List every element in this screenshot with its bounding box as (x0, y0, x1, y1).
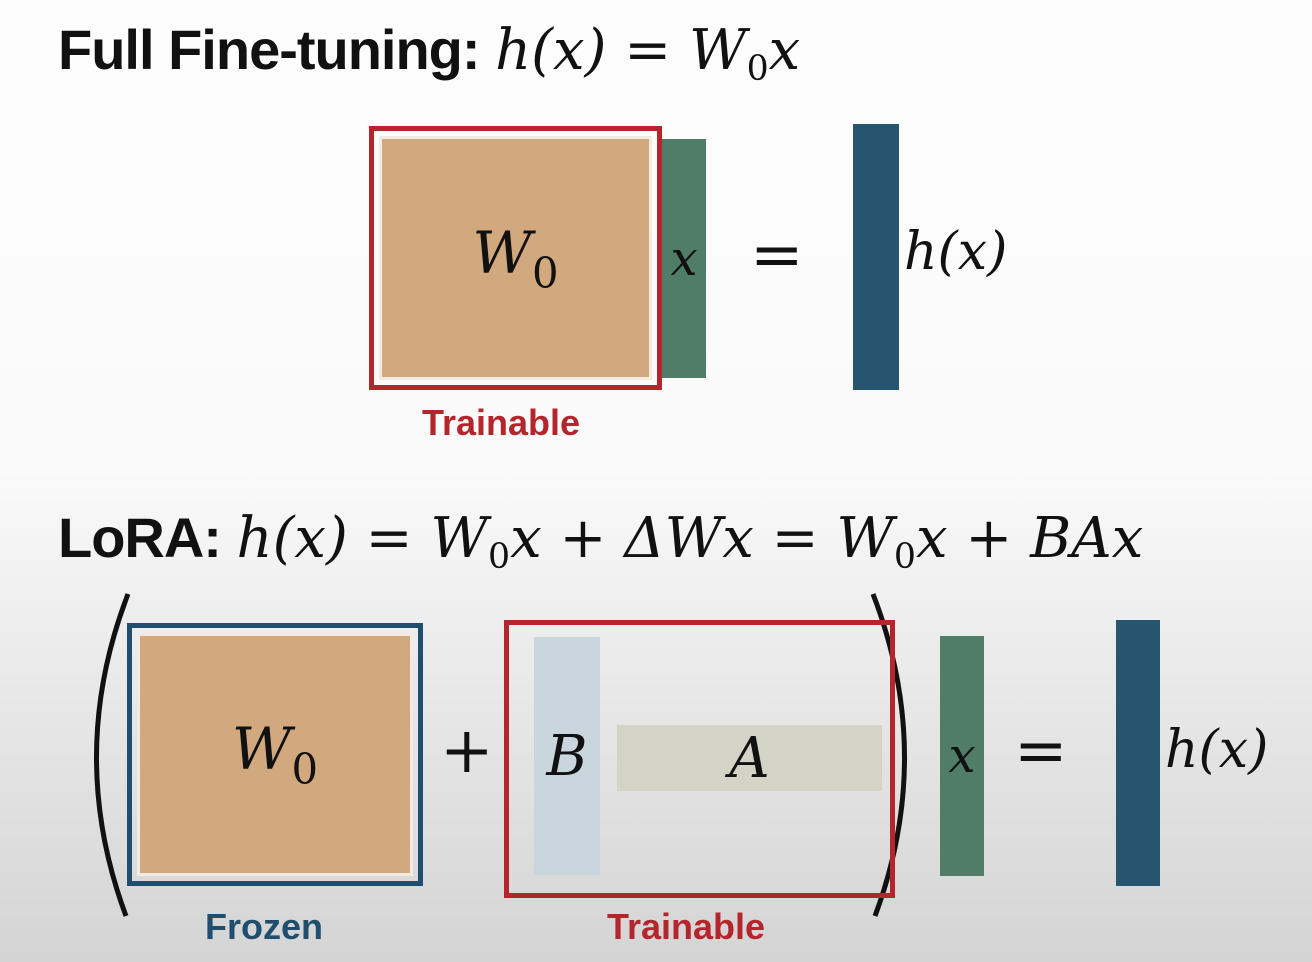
lora-eq-ba-term: BAx (1030, 506, 1144, 571)
input-vector-x: x (662, 139, 706, 378)
lora-trainable-caption: Trainable (607, 906, 766, 947)
lora-w0-symbol: W (231, 715, 292, 784)
equals-sign: = (750, 218, 804, 292)
lora-output-hx-label: h(x) (1165, 720, 1269, 780)
lora-eq-plus-2: + (965, 506, 1013, 571)
lora-eq-lhs: h(x) (236, 506, 348, 571)
output-hx-label: h(x) (904, 222, 1008, 282)
lora-eq-w2: W (836, 506, 894, 571)
lora-heading: LoRA: h(x) = W0x + ΔWx = W0x + BAx (58, 506, 1143, 589)
w0-trainable-frame: W0 (369, 126, 662, 390)
lora-output-vector-hx (1116, 620, 1160, 886)
full-finetuning-equation: h(x) = W0x (495, 18, 801, 90)
lora-equals-sign: = (1014, 714, 1068, 788)
w0-matrix: W0 (379, 136, 652, 380)
eq-x: x (768, 18, 801, 83)
eq-lhs: h(x) (495, 18, 607, 83)
w0-frozen-frame: W0 (127, 623, 423, 886)
lora-input-vector-x: x (940, 636, 984, 876)
full-finetuning-title: Full Fine-tuning: (58, 18, 481, 81)
lora-equation: h(x) = W0x + ΔWx = W0x + BAx (236, 506, 1144, 578)
lora-w0-subscript: 0 (291, 744, 319, 794)
trainable-caption: Trainable (422, 402, 581, 443)
lora-eq-w1: W (430, 506, 488, 571)
lora-eq-equals-1: = (365, 506, 413, 571)
w0-subscript: 0 (532, 248, 559, 298)
full-finetuning-heading: Full Fine-tuning: h(x) = W0x (58, 18, 800, 101)
eq-w: W (689, 18, 747, 83)
w0-symbol: W (472, 218, 533, 287)
matrix-a: A (617, 725, 882, 791)
a-label: A (729, 725, 770, 791)
lora-eq-plus-1: + (559, 506, 607, 571)
output-vector-hx (853, 124, 899, 390)
matrix-b: B (534, 637, 600, 875)
lora-eq-equals-2: = (771, 506, 819, 571)
lora-eq-x1: x (510, 506, 542, 571)
lora-eq-delta-term: ΔWx (624, 506, 754, 571)
lora-eq-w2-sub: 0 (893, 537, 916, 578)
left-parenthesis (94, 593, 131, 917)
b-label: B (546, 723, 588, 789)
ba-trainable-frame: B A (504, 620, 895, 898)
input-x-label: x (670, 230, 698, 287)
eq-equals: = (624, 18, 672, 83)
eq-w-sub: 0 (746, 49, 769, 90)
plus-sign: + (440, 714, 494, 788)
lora-input-x-label: x (948, 728, 976, 784)
w0-label: W0 (472, 219, 558, 298)
lora-w0-label: W0 (232, 715, 318, 794)
frozen-caption: Frozen (205, 906, 324, 947)
lora-eq-x2: x (916, 506, 948, 571)
lora-eq-w1-sub: 0 (487, 537, 511, 578)
lora-title: LoRA: (58, 506, 222, 569)
lora-w0-matrix: W0 (137, 633, 413, 876)
